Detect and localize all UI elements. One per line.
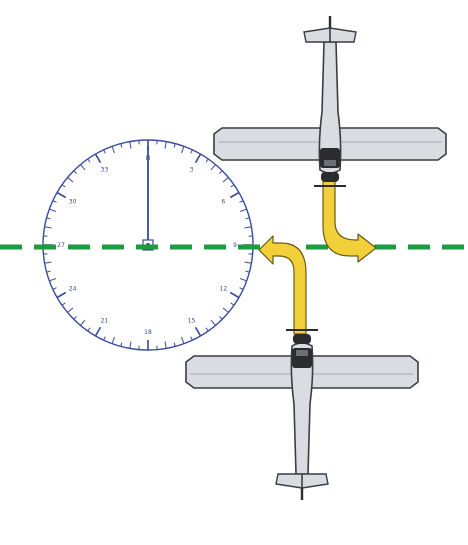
compass-label: 21 xyxy=(101,317,109,324)
compass-tick xyxy=(244,261,252,264)
compass-tick xyxy=(222,307,229,313)
compass-tick xyxy=(219,170,223,174)
compass-tick xyxy=(210,164,216,171)
compass-tick xyxy=(194,153,202,164)
compass-tick xyxy=(173,342,176,347)
compass-tick xyxy=(239,287,244,290)
compass-tick xyxy=(111,336,115,344)
compass-tick xyxy=(120,143,123,148)
compass-label: 6 xyxy=(221,199,225,206)
compass-tick xyxy=(46,217,51,220)
compass-tick xyxy=(229,291,240,299)
compass-tick xyxy=(103,149,106,154)
compass-label: 18 xyxy=(144,329,152,336)
compass-tick xyxy=(44,261,52,264)
compass-tick xyxy=(61,302,66,306)
compass-label: 30 xyxy=(69,199,77,206)
compass-label: 9 xyxy=(233,242,237,249)
compass-tick xyxy=(111,146,115,154)
compass-tick xyxy=(129,341,132,349)
compass-tick xyxy=(67,307,74,313)
compass-tick xyxy=(229,191,240,199)
compass-tick xyxy=(94,326,102,337)
compass-tick xyxy=(230,184,235,188)
compass-label: 12 xyxy=(220,286,228,293)
compass-tick xyxy=(239,200,244,203)
compass-label: 27 xyxy=(57,242,65,249)
compass-tick xyxy=(190,149,193,154)
compass-tick xyxy=(52,200,57,203)
turn-arrow-icon xyxy=(322,162,377,263)
compass-tick xyxy=(205,327,209,332)
compass-tick xyxy=(120,342,123,347)
compass-tick xyxy=(49,208,57,212)
airplane-icon xyxy=(184,328,420,502)
compass-tick xyxy=(94,153,102,164)
compass-tick xyxy=(46,270,51,273)
turn-arrow-icon xyxy=(258,235,307,335)
compass-tick xyxy=(80,164,86,171)
compass-tick xyxy=(67,177,74,183)
compass-tick xyxy=(194,326,202,337)
compass-tick xyxy=(73,170,77,174)
compass-label: 33 xyxy=(101,167,109,174)
compass-ticks xyxy=(43,140,253,350)
compass-tick xyxy=(56,191,67,199)
compass-tick xyxy=(52,287,57,290)
compass-tick xyxy=(239,208,247,212)
compass-tick xyxy=(80,319,86,326)
compass-tick xyxy=(44,226,52,229)
compass-tick xyxy=(73,316,77,320)
compass-label: 15 xyxy=(188,317,196,324)
compass-label: 24 xyxy=(69,286,77,293)
compass-tick xyxy=(210,319,216,326)
compass-tick xyxy=(230,302,235,306)
compass-tick xyxy=(244,226,252,229)
compass-tick xyxy=(219,316,223,320)
compass-tick xyxy=(87,327,91,332)
compass-tick xyxy=(245,217,250,220)
compass-tick xyxy=(129,141,132,149)
compass-tick xyxy=(239,278,247,282)
compass-tick xyxy=(190,336,193,341)
airplane-icon xyxy=(212,14,448,188)
compass-tick xyxy=(181,336,185,344)
compass-tick xyxy=(164,341,167,349)
compass-tick xyxy=(87,158,91,163)
compass-tick xyxy=(181,146,185,154)
compass-tick xyxy=(61,184,66,188)
compass-tick xyxy=(222,177,229,183)
compass-tick xyxy=(103,336,106,341)
compass-tick xyxy=(164,141,167,149)
compass-tick xyxy=(173,143,176,148)
compass-tick xyxy=(205,158,209,163)
compass-label: 3 xyxy=(190,167,194,174)
compass-tick xyxy=(245,270,250,273)
compass-tick xyxy=(49,278,57,282)
compass-tick xyxy=(56,291,67,299)
